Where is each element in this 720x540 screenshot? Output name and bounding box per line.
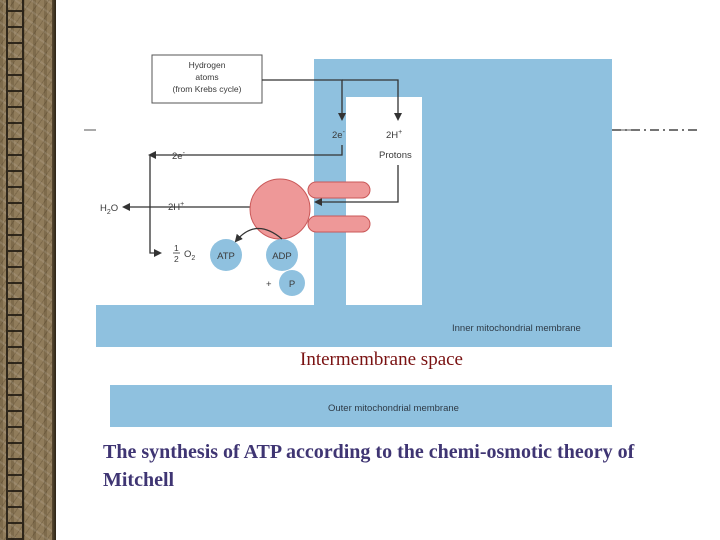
decorative-sidebar (0, 0, 56, 540)
atp-circle (210, 239, 242, 271)
membrane-fill-rightwall (422, 59, 436, 347)
oxygen-label: O2 (184, 249, 195, 262)
outer-membrane-label: Outer mitochondrial membrane (328, 403, 459, 414)
membrane-fill-top (314, 59, 612, 97)
enzyme-stalk-upper (307, 181, 371, 199)
electron-flow-arrow (148, 145, 343, 159)
electrons-top-label: 2e- (332, 129, 346, 141)
proton-return-arrow (314, 165, 399, 206)
sidebar-grid-pattern (6, 0, 24, 540)
source-line-3: (from Krebs cycle) (173, 84, 242, 94)
intermembrane-space-area (96, 347, 612, 385)
atp-synthase-sphere (249, 178, 311, 240)
hydrogen-source-box (151, 54, 263, 104)
oxygen-fraction-denominator: 2 (174, 254, 179, 264)
protons-label: Protons (379, 150, 412, 161)
chemiosmosis-diagram: Hydrogen atoms (from Krebs cycle) 2e- 2H… (96, 47, 612, 430)
plus-sign: + (266, 279, 272, 290)
membrane-lower-left (96, 305, 436, 347)
source-line-2: atoms (195, 72, 218, 82)
enzyme-stalk-lower (307, 215, 371, 233)
source-line-1: Hydrogen (189, 60, 226, 70)
outer-mitochondrial-membrane (110, 385, 612, 427)
water-label: H2O (100, 203, 118, 216)
adp-label: ADP (272, 251, 292, 262)
protons-top-label: 2H+ (386, 129, 402, 141)
sidebar-edge (52, 0, 56, 540)
protons-left-label: 2H+ (168, 201, 184, 213)
adp-to-atp-arrow (234, 227, 283, 243)
diagram-svg: Hydrogen atoms (from Krebs cycle) 2e- 2H… (96, 54, 612, 427)
phosphate-circle (279, 270, 305, 296)
oxygen-fraction-numerator: 1 (174, 243, 179, 253)
matrix-cutout (346, 97, 422, 347)
phosphate-label: P (289, 279, 295, 290)
proton-inflow-arrow (342, 79, 402, 121)
reaction-bracket (149, 155, 162, 257)
electrons-left-label: 2e- (172, 150, 186, 162)
inner-membrane-label: Inner mitochondrial membrane (452, 323, 581, 334)
intermembrane-space-label: Intermembrane space (300, 349, 463, 370)
slide-caption: The synthesis of ATP according to the ch… (103, 441, 635, 491)
adp-circle (266, 239, 298, 271)
atp-label: ATP (217, 251, 235, 262)
outer-fill-right (582, 59, 612, 347)
